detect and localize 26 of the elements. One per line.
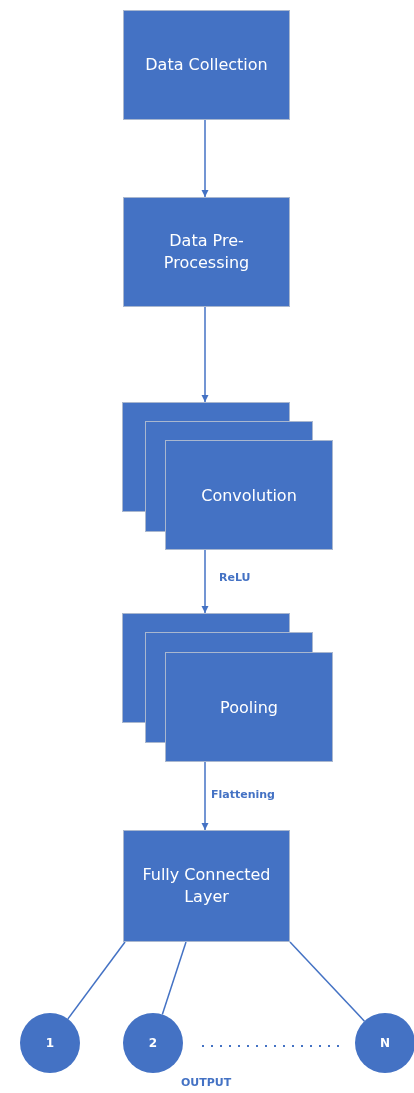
- output-node-circle: [355, 1013, 414, 1073]
- stacked-layer-box: [122, 402, 333, 550]
- box-label: Data Collection: [145, 54, 268, 76]
- node-label: N: [379, 1036, 390, 1050]
- process-box: [123, 197, 290, 307]
- box-label: Pooling: [220, 697, 278, 717]
- arrow: [201, 761, 209, 831]
- arrow: [201, 119, 209, 198]
- box-label: Fully Connected Layer: [141, 864, 272, 908]
- connector-line: [67, 941, 126, 1020]
- edge-label: Flattening: [210, 788, 276, 801]
- connector-line: [161, 941, 187, 1016]
- output-node-circle: [20, 1013, 80, 1073]
- arrow: [201, 549, 209, 614]
- caption-label: OUTPUT: [180, 1076, 233, 1089]
- arrow: [201, 306, 209, 403]
- output-node-circle: [123, 1013, 183, 1073]
- stacked-layer-box: [122, 613, 333, 762]
- box-label: Data Pre-Processing: [162, 230, 251, 274]
- edge-label: ReLU: [218, 571, 252, 584]
- box-label: Convolution: [201, 485, 297, 505]
- node-label: 2: [148, 1036, 158, 1050]
- process-box: [123, 10, 290, 120]
- process-box: [123, 830, 290, 942]
- connector-line: [289, 941, 366, 1022]
- node-label: 1: [45, 1036, 55, 1050]
